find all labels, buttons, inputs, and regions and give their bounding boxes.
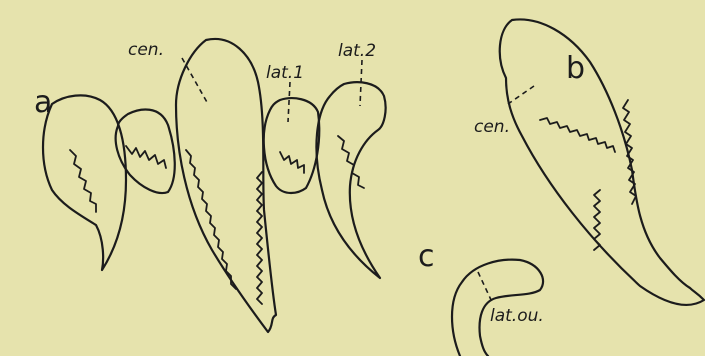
- panel-a-central-left-denticles: [186, 150, 236, 289]
- panel-a-letter: a: [34, 85, 52, 120]
- panel-a-lat1-label: lat.1: [266, 63, 304, 83]
- panel-b-central-tooth: cen.: [474, 19, 704, 304]
- panel-a-outer-lateral-denticles: [70, 150, 96, 212]
- panel-a-lat1-leader: [288, 82, 290, 122]
- panel-a-outer-lateral-tooth: [43, 95, 126, 270]
- panel-c-lat-ou-label: lat.ou.: [490, 306, 544, 326]
- panel-b-lower-denticles: [594, 190, 600, 250]
- panel-a-lat1-outline: [264, 98, 320, 193]
- panel-a-lat2-outline: [316, 82, 385, 278]
- panel-a: a cen. lat.1: [34, 39, 386, 332]
- panel-c-letter: c: [418, 239, 435, 274]
- panel-b-central-outline: [500, 19, 704, 304]
- panel-b: b cen.: [474, 19, 704, 304]
- panel-b-letter: b: [566, 51, 585, 86]
- panel-b-inner-denticles: [540, 118, 615, 152]
- panel-a-central-right-denticles: [257, 172, 262, 304]
- panel-c: c lat.ou.: [418, 239, 544, 356]
- panel-c-lat-ou-leader: [478, 272, 492, 302]
- panel-a-lat1-tooth: lat.1: [264, 63, 320, 193]
- panel-b-cen-label: cen.: [474, 117, 510, 137]
- panel-a-inner-lateral-denticles: [126, 146, 166, 168]
- panel-a-outer-lateral-outline: [43, 95, 126, 270]
- panel-b-cen-leader: [508, 86, 534, 104]
- panel-a-lat1-denticles: [280, 152, 304, 173]
- panel-a-lat2-label: lat.2: [338, 41, 376, 61]
- panel-a-cen-label: cen.: [128, 40, 164, 60]
- panel-c-outer-lateral-tooth: lat.ou.: [452, 260, 544, 356]
- panel-a-lat2-tooth: lat.2: [316, 41, 385, 278]
- panel-a-central-tooth: cen.: [128, 39, 276, 332]
